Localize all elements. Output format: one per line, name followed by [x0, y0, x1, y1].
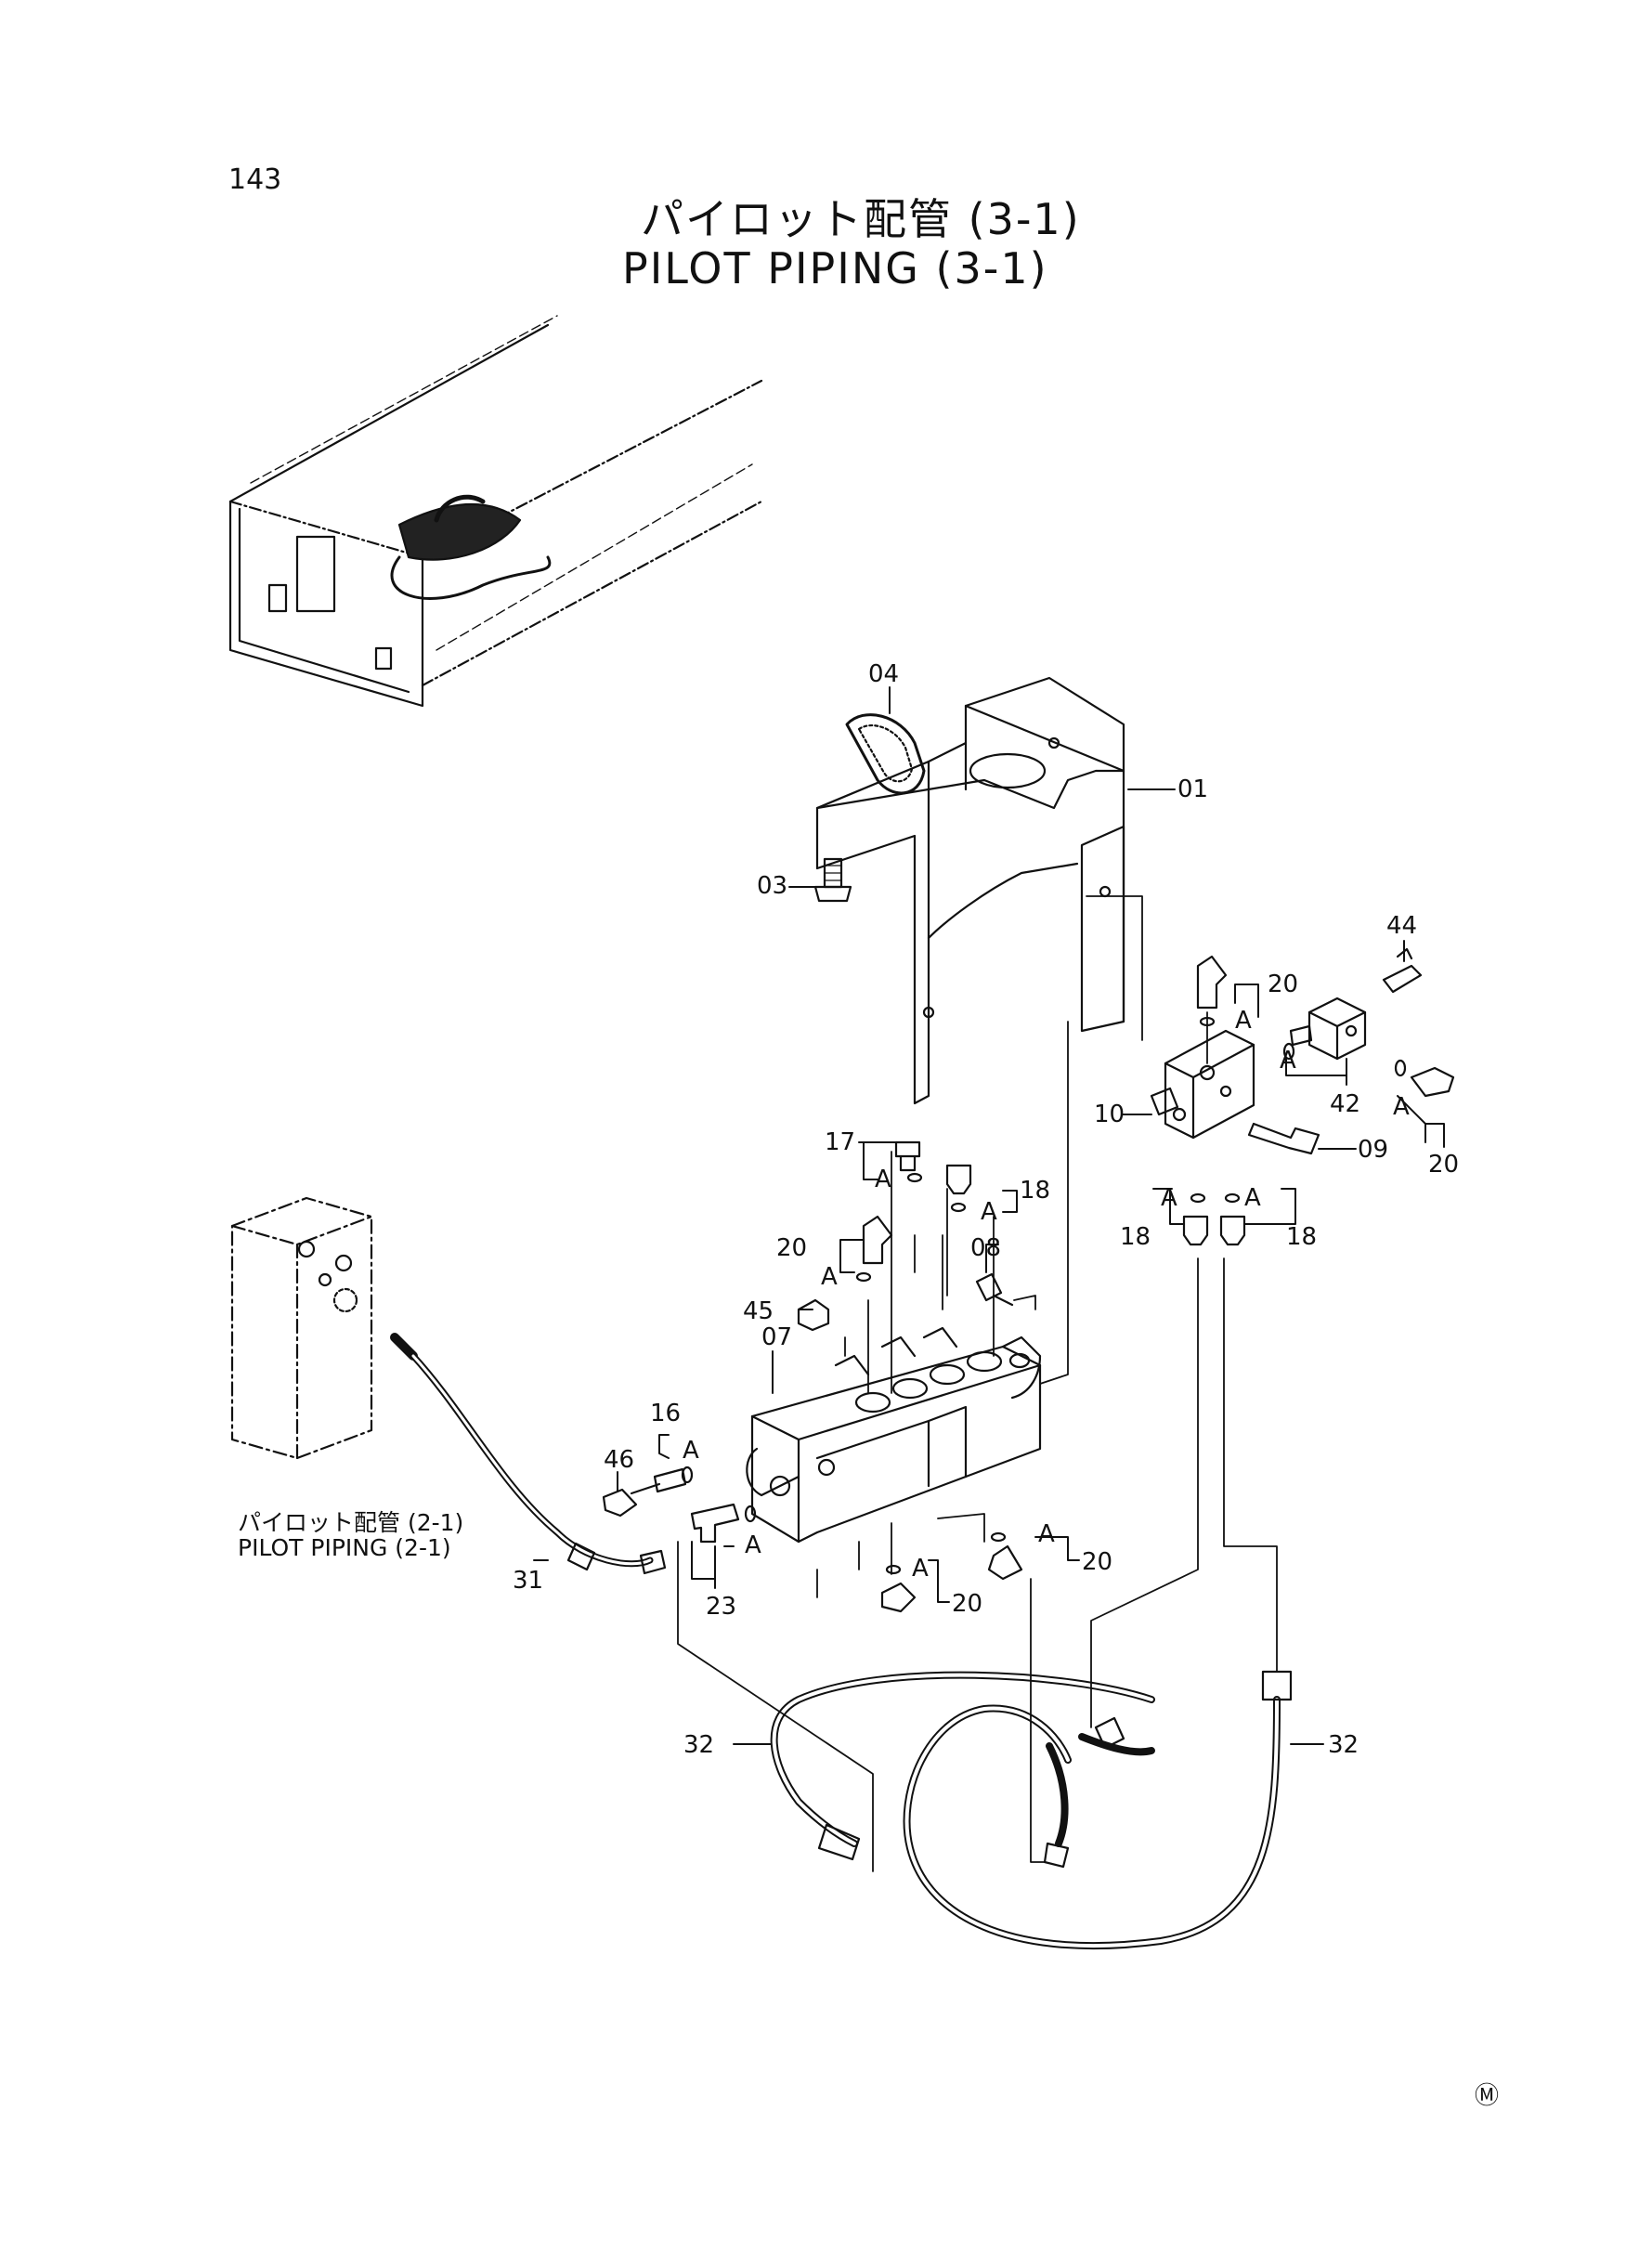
callout-labels: 04 01 03 44 20 42 10 09 20 17 18 18 18 2…	[513, 660, 1459, 1759]
a-marker: A	[745, 1531, 761, 1559]
pilot-valve-part-07	[746, 1326, 1042, 1544]
callout-10: 10	[1094, 1101, 1125, 1128]
fittings-part-18	[945, 1164, 1246, 1246]
callout-20: 20	[952, 1590, 982, 1618]
callout-31: 31	[513, 1567, 543, 1595]
callout-09: 09	[1358, 1136, 1388, 1164]
a-marker: A	[1244, 1184, 1261, 1212]
callout-18: 18	[1020, 1177, 1050, 1205]
fitting-part-46	[602, 1482, 661, 1518]
fitting-part-08	[975, 1272, 1014, 1307]
a-marker: A	[1235, 1007, 1252, 1035]
leader-lines	[533, 686, 1445, 1745]
hose-part-31	[390, 1333, 667, 1575]
o-rings	[681, 1016, 1407, 1575]
callout-32: 32	[683, 1731, 714, 1759]
bracket-part-01	[815, 676, 1125, 1105]
a-marker: A	[1280, 1047, 1296, 1075]
m-mark-symbol: Ⓜ	[1475, 2082, 1500, 2110]
bolt-part-09	[1247, 1122, 1320, 1155]
plug-part-17	[894, 1140, 921, 1172]
grommet-part-04	[845, 713, 926, 795]
callout-16: 16	[650, 1400, 681, 1427]
callout-20: 20	[1082, 1548, 1112, 1576]
callout-23: 23	[706, 1593, 736, 1621]
callout-08: 08	[970, 1234, 1001, 1262]
callout-46: 46	[604, 1446, 634, 1474]
callout-44: 44	[1386, 912, 1417, 940]
a-marker: A	[1161, 1184, 1177, 1212]
a-marker: A	[683, 1437, 699, 1465]
a-marker: A	[981, 1198, 997, 1226]
phantom-lines	[677, 895, 1278, 1872]
plug-part-45	[797, 1298, 830, 1332]
page-title-japanese: パイロット配管 (3-1)	[641, 194, 1081, 244]
a-marker: A	[1038, 1520, 1055, 1548]
callout-32: 32	[1328, 1731, 1359, 1759]
callout-18: 18	[1286, 1223, 1317, 1251]
fitting-part-44	[1382, 947, 1423, 994]
callout-20: 20	[1268, 971, 1298, 998]
a-marker: A	[912, 1555, 929, 1583]
overview-frame-drawing	[228, 315, 763, 708]
callout-20: 20	[776, 1234, 807, 1262]
valve-block-part-10	[1150, 1029, 1255, 1140]
valve-part-42	[1289, 997, 1367, 1061]
reference-label-english: PILOT PIPING (2-1)	[238, 1534, 451, 1561]
callout-03: 03	[757, 872, 787, 900]
callout-20: 20	[1428, 1151, 1459, 1179]
callout-04: 04	[868, 660, 899, 688]
fitting-part-23	[690, 1503, 740, 1544]
a-marker: A	[1393, 1093, 1410, 1121]
a-markers: A A A A A A A A A A A A	[683, 1007, 1410, 1583]
hose-part-32-left	[770, 1671, 1155, 1861]
bolt-part-03	[813, 857, 852, 903]
fitting-part-16	[653, 1467, 687, 1493]
a-marker: A	[821, 1263, 838, 1291]
page-title-english: PILOT PIPING (3-1)	[622, 243, 1048, 293]
callout-01: 01	[1177, 775, 1208, 803]
callout-18: 18	[1120, 1223, 1151, 1251]
callout-42: 42	[1330, 1090, 1360, 1118]
callout-45: 45	[743, 1297, 774, 1325]
elbow-fittings-20	[862, 955, 1455, 1613]
a-marker: A	[875, 1166, 891, 1193]
reference-label-japanese: パイロット配管 (2-1)	[238, 1509, 464, 1536]
callout-17: 17	[825, 1128, 855, 1156]
hose-part-32-right	[903, 1670, 1293, 1950]
page-number: 143	[228, 163, 282, 196]
callout-07: 07	[761, 1323, 792, 1351]
pilot-block-reference	[230, 1196, 373, 1460]
